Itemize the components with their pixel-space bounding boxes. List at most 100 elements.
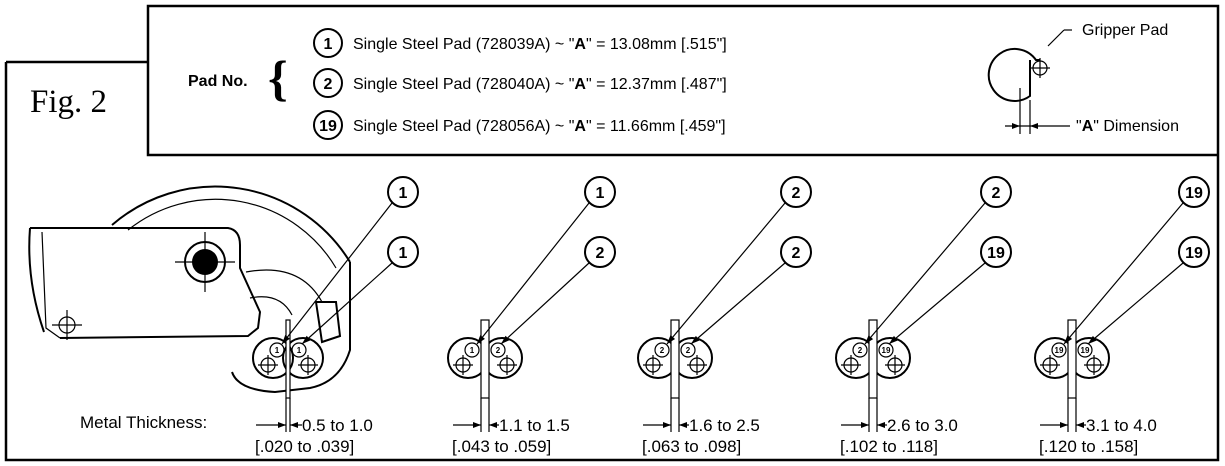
- metal-thickness-label: Metal Thickness:: [80, 413, 207, 432]
- arrowhead: [282, 335, 290, 344]
- small-pad-number: 2: [858, 346, 863, 355]
- legend-row: 2 Single Steel Pad (728040A) ~ "A" = 12.3…: [313, 68, 727, 98]
- gripper-pad-outline: [987, 47, 1040, 102]
- top-pad-callout: [1178, 176, 1210, 208]
- bottom-pad-callout: [1178, 236, 1210, 268]
- pad-number: 2: [324, 76, 333, 93]
- top-pad-callout: [980, 176, 1012, 208]
- thickness-range-mm: 1.1 to 1.5: [499, 416, 570, 435]
- left-gripper-pad: [252, 337, 294, 379]
- arrowhead: [501, 335, 510, 344]
- metal-sheet: [868, 319, 878, 399]
- leader-line: [476, 202, 590, 345]
- small-pad-number: 2: [660, 346, 665, 355]
- thickness-range-inches: [.102 to .118]: [840, 437, 938, 456]
- top-pad-callout: [387, 176, 419, 208]
- arrowhead: [877, 422, 885, 428]
- small-pad-number-circle: [852, 342, 868, 358]
- arrowhead: [302, 335, 311, 344]
- leader-line: [1087, 262, 1184, 345]
- thickness-range-mm: 2.6 to 3.0: [887, 416, 958, 435]
- arrowhead: [1060, 422, 1068, 428]
- bottom-pad-callout: [980, 236, 1012, 268]
- leader-line: [1063, 202, 1184, 345]
- small-pad-number-circle: [464, 342, 480, 358]
- small-pad-number-circle: [490, 342, 506, 358]
- pad-config: 1 2 1.1 to 1.5 [.043 to .059] 1 2: [447, 176, 616, 456]
- small-pad-number: 1: [297, 346, 302, 355]
- leader-line: [690, 262, 786, 345]
- bottom-pad-callout-number: 19: [987, 245, 1005, 262]
- arrowhead: [489, 422, 497, 428]
- thickness-range-inches: [.063 to .098]: [642, 437, 741, 456]
- arrowhead: [691, 335, 700, 344]
- top-pad-callout-number: 1: [596, 185, 605, 202]
- pad-config: 2 2 1.6 to 2.5 [.063 to .098] 2 2: [637, 176, 812, 456]
- thickness-range-inches: [.043 to .059]: [452, 437, 551, 456]
- pad-description: Single Steel Pad (728040A) ~ "A" = 12.37…: [353, 76, 727, 93]
- small-pad-number: 1: [470, 346, 475, 355]
- small-pad-number: 19: [1081, 346, 1090, 355]
- gripper-pad-leader: [1047, 29, 1065, 47]
- thickness-range-mm: 1.6 to 2.5: [689, 416, 760, 435]
- pad-number: 19: [319, 118, 337, 135]
- bottom-pad-callout-number: 2: [596, 245, 605, 262]
- arrowhead: [861, 422, 869, 428]
- bottom-pad-callout-number: 2: [792, 245, 801, 262]
- gripper-pad-label: Gripper Pad: [1082, 22, 1168, 39]
- pad-description: Single Steel Pad (728039A) ~ "A" = 13.08…: [353, 36, 727, 53]
- metal-sheet: [1067, 319, 1077, 399]
- arrowhead: [865, 335, 874, 344]
- pad-number-circle: [313, 28, 343, 58]
- small-pad-number-circle: [291, 342, 307, 358]
- metal-sheet: [285, 319, 291, 399]
- pad-number-circle: [313, 110, 343, 140]
- leader-line: [666, 202, 786, 345]
- leader-line: [500, 262, 590, 345]
- leader-line: [864, 202, 986, 345]
- pad-no-label: Pad No.: [188, 73, 248, 90]
- thickness-range-mm: 3.1 to 4.0: [1086, 416, 1157, 435]
- small-pad-number-circle: [878, 342, 894, 358]
- pad-config: 2 19 2.6 to 3.0 [.102 to .118] 2 19: [835, 176, 1012, 456]
- thickness-range-inches: [.020 to .039]: [255, 437, 354, 456]
- small-pad-number: 2: [686, 346, 691, 355]
- legend-row: 1 Single Steel Pad (728039A) ~ "A" = 13.0…: [313, 28, 727, 58]
- arrowhead: [290, 422, 298, 428]
- small-pad-number-circle: [1051, 342, 1067, 358]
- pad-number: 1: [324, 36, 333, 53]
- top-pad-callout-number: 2: [992, 185, 1001, 202]
- bottom-pad-callout: [780, 236, 812, 268]
- gripper-pad-diagram: Gripper Pad "A" Dimension: [987, 22, 1179, 135]
- pad-description: Single Steel Pad (728056A) ~ "A" = 11.66…: [353, 118, 726, 135]
- legend-row: 19 Single Steel Pad (728056A) ~ "A" = 11.…: [313, 110, 726, 140]
- bottom-pad-callout: [387, 236, 419, 268]
- bottom-pad-callout: [584, 236, 616, 268]
- top-pad-callout-number: 2: [792, 185, 801, 202]
- small-pad-number: 2: [496, 346, 501, 355]
- bottom-pad-callout-number: 1: [399, 245, 408, 262]
- arrowhead: [889, 335, 898, 344]
- pad-config: 1 1 0.5 to 1.0 [.020 to .039] 1 1: [252, 176, 419, 456]
- metal-sheet: [480, 319, 490, 399]
- small-pad-number-circle: [680, 342, 696, 358]
- small-pad-number: 1: [275, 346, 280, 355]
- pad-number-circle: [313, 68, 343, 98]
- top-pad-callout-number: 1: [399, 185, 408, 202]
- brace-icon: {: [268, 50, 288, 106]
- arrowhead: [477, 335, 485, 344]
- small-pad-number: 19: [1055, 346, 1064, 355]
- arrowhead: [1064, 335, 1073, 344]
- thickness-range-mm: 0.5 to 1.0: [302, 416, 373, 435]
- small-pad-number: 19: [882, 346, 891, 355]
- small-pad-number-circle: [269, 342, 285, 358]
- arrowhead: [667, 335, 676, 344]
- figure-label: Fig. 2: [30, 84, 107, 120]
- gripper-assembly-drawing: [28, 185, 351, 394]
- bottom-pad-callout-number: 19: [1185, 245, 1203, 262]
- top-pad-callout: [780, 176, 812, 208]
- arrowhead: [663, 422, 671, 428]
- arrowhead: [679, 422, 687, 428]
